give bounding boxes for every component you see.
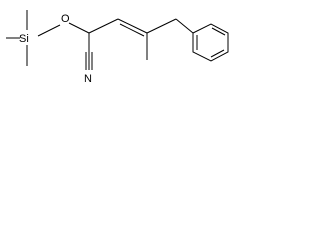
- benzene-double-bond-2: [210, 49, 225, 58]
- benzyl-bond: [175, 18, 194, 34]
- structure-diagram: Si O N: [6, 10, 229, 85]
- alkene-double-bond-outer: [117, 18, 148, 34]
- silicon-label: Si: [19, 33, 29, 45]
- oxygen-carbon-bond: [68, 22, 90, 34]
- benzene-double-bond-1: [211, 27, 226, 36]
- allyl-bond: [146, 18, 177, 34]
- carbon-chain-bond: [88, 18, 119, 34]
- oxygen-label: O: [61, 13, 70, 25]
- alkene-double-bond-inner: [119, 23, 145, 37]
- si-oxygen-bond: [37, 24, 61, 37]
- benzene-ring: [192, 23, 229, 62]
- nitrogen-label: N: [84, 73, 92, 85]
